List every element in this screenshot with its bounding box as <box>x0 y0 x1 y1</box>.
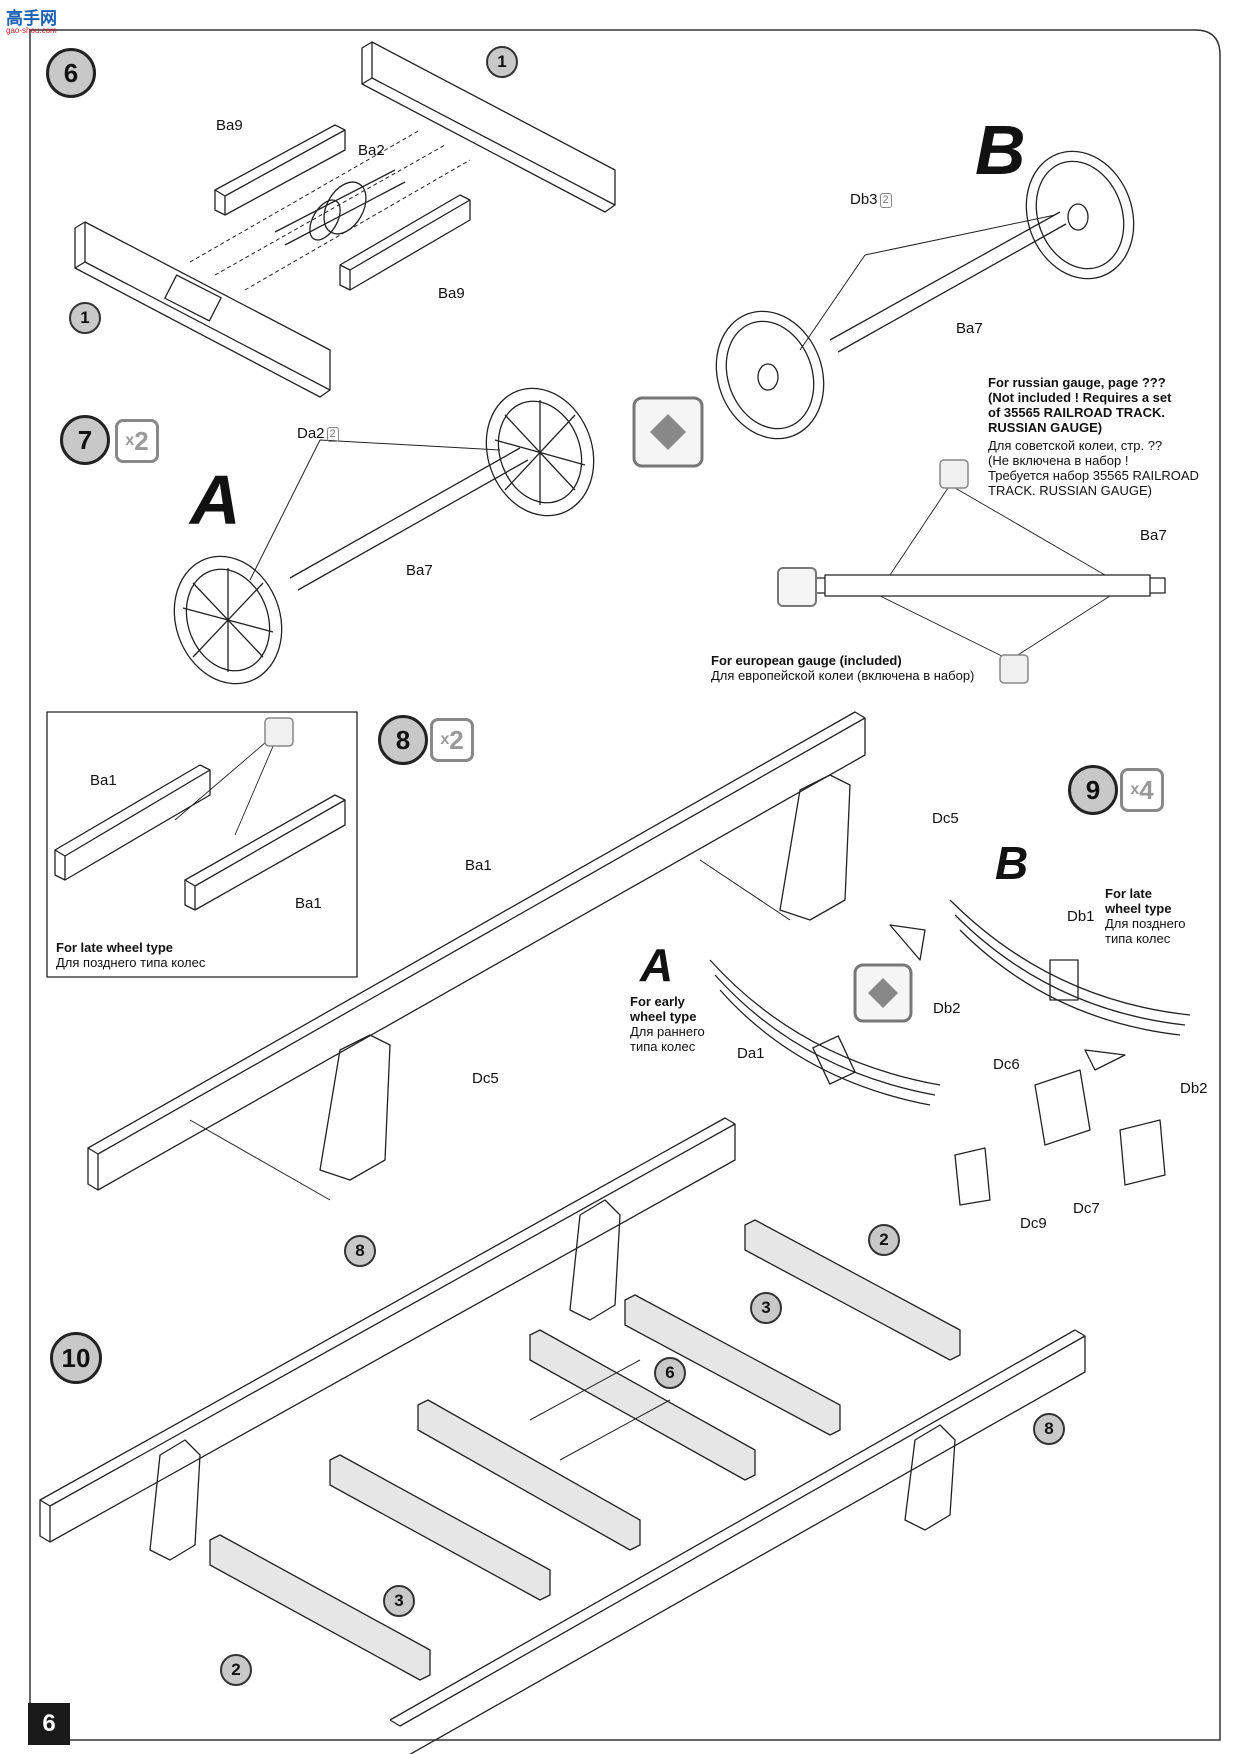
late-wheel-inset-box <box>46 711 358 978</box>
label-db2-lower: Db2 <box>1180 1080 1208 1097</box>
label-ba7-gauge: Ba7 <box>1140 527 1167 544</box>
step-8-marker: 8 <box>378 715 428 765</box>
label-dc5-lower: Dc5 <box>472 1070 499 1087</box>
axle-ba7-a <box>289 447 529 591</box>
label-ba1: Ba1 <box>465 857 492 874</box>
side-frame-ba1 <box>87 711 866 1201</box>
label-ba7-a: Ba7 <box>406 562 433 579</box>
step-9-marker: 9 <box>1068 765 1118 815</box>
step-7-multiplier: x2 <box>115 419 159 463</box>
bar-ba9-upper <box>214 124 346 216</box>
label-dc6: Dc6 <box>993 1056 1020 1073</box>
label-db2-upper: Db2 <box>933 1000 961 1017</box>
label-ba1-inset-a: Ba1 <box>90 772 117 789</box>
label-ba2: Ba2 <box>358 142 385 159</box>
beam-lower <box>74 221 331 398</box>
label-dc9: Dc9 <box>1020 1215 1047 1232</box>
note-late-wheel: For late wheel type Для позднего типа ко… <box>1105 886 1186 946</box>
label-ba9-upper: Ba9 <box>216 117 243 134</box>
label-a-wheelset: A <box>190 461 241 539</box>
label-db1: Db1 <box>1067 908 1095 925</box>
step-8-multiplier: x2 <box>430 718 474 762</box>
callout-8-left: 8 <box>344 1235 376 1267</box>
crossbeam-3-lower <box>329 1454 551 1601</box>
crossbeam-2-upper <box>744 1219 961 1361</box>
label-b-spring: B <box>995 837 1029 889</box>
callout-3-lower: 3 <box>383 1585 415 1617</box>
label-da1: Da1 <box>737 1045 765 1062</box>
callout-8-right: 8 <box>1033 1413 1065 1445</box>
label-dc5-upper: Dc5 <box>932 810 959 827</box>
crossbeam-2-lower <box>209 1534 431 1681</box>
label-b-top: B <box>975 111 1026 189</box>
axlebox-dc9 <box>954 1147 991 1206</box>
axlebox-dc7 <box>1119 1119 1166 1186</box>
label-dc7: Dc7 <box>1073 1200 1100 1217</box>
note-late-wheel-inset: For late wheel type Для позднего типа ко… <box>56 940 206 970</box>
step6-drawing <box>74 41 616 398</box>
wedge-db2-upper <box>889 924 926 961</box>
gauge-selector-icon <box>632 396 704 468</box>
callout-2-lower: 2 <box>220 1654 252 1686</box>
step-9-multiplier: x4 <box>1120 768 1164 812</box>
leaf-spring-da1 <box>709 959 941 1106</box>
label-a-spring: A <box>640 939 674 991</box>
note-european-gauge: For european gauge (included) Для европе… <box>711 653 975 683</box>
step-6-marker: 6 <box>46 48 96 98</box>
site-logo-subtitle: gao-shou.com <box>6 26 57 35</box>
axle-ba7-gauge <box>777 459 1166 684</box>
label-ba1-inset-b: Ba1 <box>295 895 322 912</box>
label-ba7-b: Ba7 <box>956 320 983 337</box>
page-number: 6 <box>28 1703 70 1745</box>
inset-beams <box>54 717 346 911</box>
axlebox-dc6 <box>1034 1069 1091 1146</box>
wheelset-a-drawing <box>173 387 595 685</box>
leaf-spring-db1 <box>949 899 1191 1036</box>
axle-ba7-b <box>829 211 1067 353</box>
gauge-selector-icon-2 <box>853 963 913 1023</box>
step-7-marker: 7 <box>60 415 110 465</box>
frame-assembly <box>39 1117 1086 1754</box>
site-logo: 高手网 <box>6 9 57 28</box>
callout-6: 6 <box>654 1357 686 1389</box>
note-russian-gauge: For russian gauge, page ??? (Not include… <box>988 375 1199 498</box>
qty-badge: 2 <box>326 426 339 442</box>
subassembly-6 <box>529 1329 756 1481</box>
callout-1-lower: 1 <box>69 302 101 334</box>
label-ba9-lower: Ba9 <box>438 285 465 302</box>
note-early-wheel: For early wheel type Для раннего типа ко… <box>630 994 705 1054</box>
callout-2-upper: 2 <box>868 1224 900 1256</box>
bar-ba9-lower <box>339 194 471 291</box>
callout-3-upper: 3 <box>750 1292 782 1324</box>
callout-1-upper: 1 <box>486 46 518 78</box>
axlebox-parts <box>889 924 1166 1206</box>
crossbeam-3-upper <box>624 1294 841 1436</box>
page-frame <box>29 29 1221 1741</box>
wheelset-b-drawing <box>715 150 1135 440</box>
wedge-db2-lower <box>1084 1049 1126 1071</box>
step-10-marker: 10 <box>50 1332 102 1384</box>
qty-badge: 2 <box>879 192 892 208</box>
